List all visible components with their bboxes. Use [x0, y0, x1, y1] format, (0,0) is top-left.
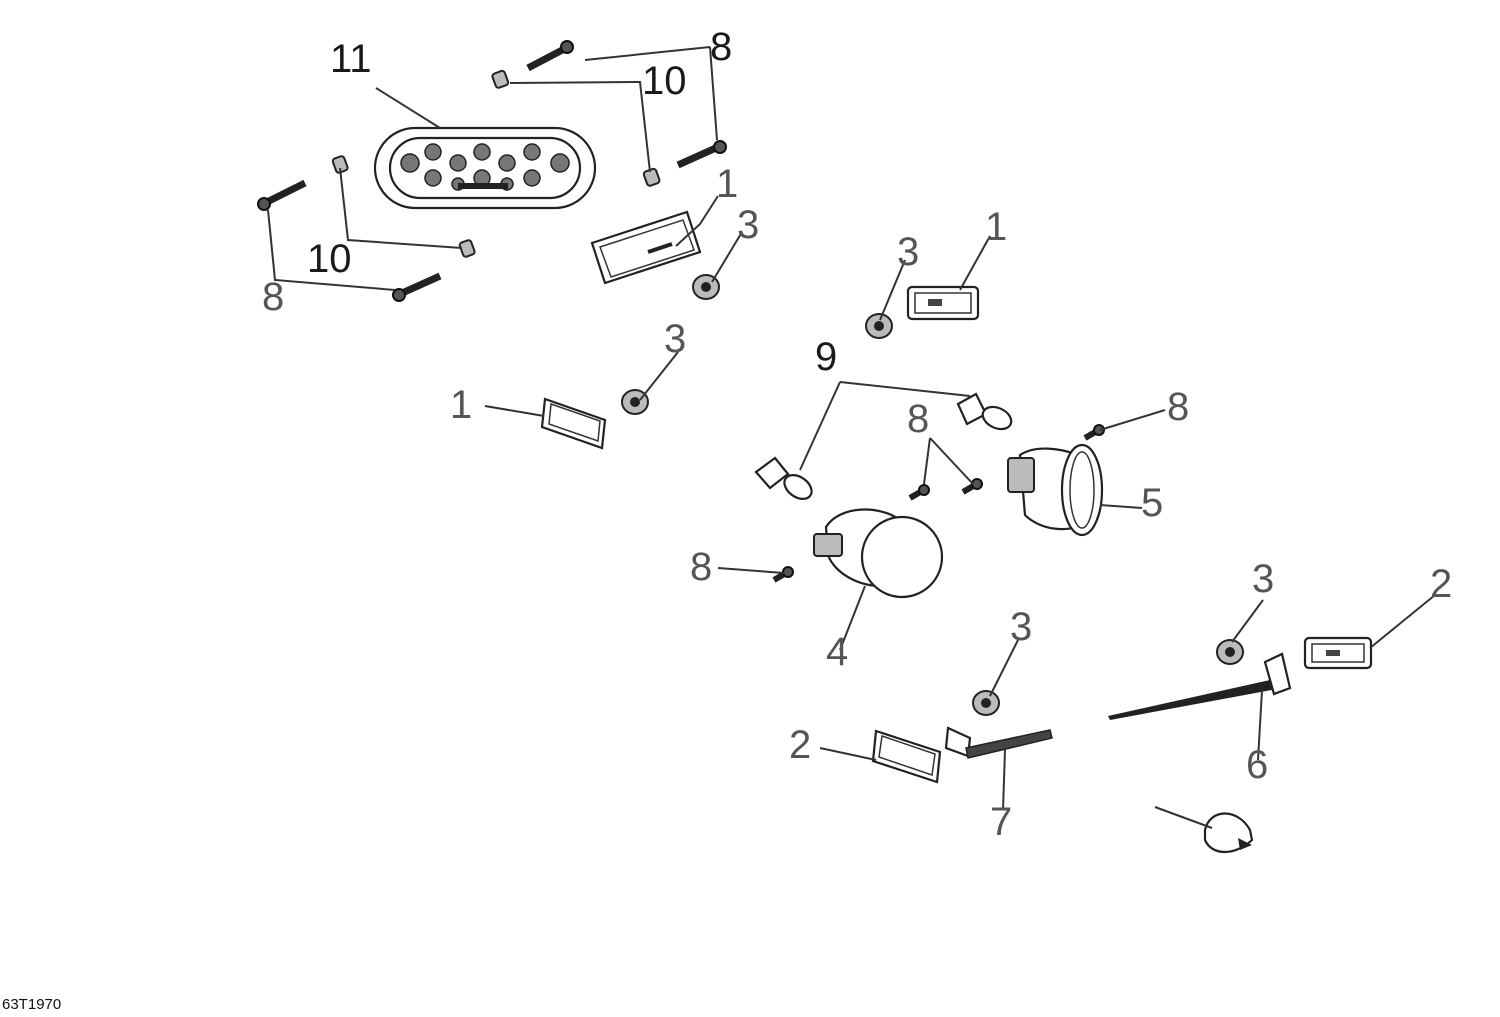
marker-right-part	[1303, 636, 1373, 670]
callout-2-right: 2	[1430, 562, 1452, 606]
bulb-left-part	[754, 456, 813, 500]
fog-light-part	[813, 508, 944, 599]
drawing-code: 63T1970	[2, 996, 61, 1013]
nut-left-part	[331, 155, 349, 174]
side-marker-left-part	[540, 397, 607, 450]
callout-3-lowright: 3	[1252, 557, 1274, 601]
callout-10-top: 10	[642, 59, 687, 103]
nut-top-part	[491, 69, 510, 89]
callout-5: 5	[1141, 481, 1163, 525]
nut-right-part	[642, 167, 661, 187]
callout-11: 11	[330, 37, 372, 81]
callout-7: 7	[990, 800, 1012, 844]
reflector-top-part	[590, 210, 702, 285]
screw-a-part	[908, 484, 930, 501]
callout-10-left: 10	[307, 237, 352, 281]
bracket-long-part	[1108, 652, 1292, 720]
screw-b-part	[961, 478, 983, 495]
grommet-mid-part	[621, 389, 649, 415]
callout-3-mid: 3	[664, 317, 686, 361]
grommet-low-part	[972, 690, 1000, 716]
grommet-right-part	[865, 313, 893, 339]
side-marker-right-part	[906, 285, 980, 321]
callout-3-top: 3	[737, 203, 759, 247]
callout-8-left: 8	[262, 275, 284, 319]
bolt-top-part	[526, 40, 574, 72]
callout-2-left: 2	[789, 723, 811, 767]
bracket-short-part	[944, 726, 1053, 759]
screw-c-part	[1083, 424, 1105, 441]
callout-9: 9	[815, 335, 837, 379]
callout-1-right: 1	[985, 205, 1007, 249]
bolt-left-part	[257, 179, 307, 211]
screw-d-part	[772, 566, 794, 583]
bolt-lower-part	[392, 272, 442, 302]
callout-3-right: 3	[897, 230, 919, 274]
bulb-right-part	[956, 392, 1013, 431]
grommet-lowright-part	[1216, 639, 1244, 665]
headlight-right-part	[1007, 443, 1104, 537]
callout-8-top: 8	[710, 25, 732, 69]
led-tail-light-part	[373, 126, 597, 210]
marker-left-part	[871, 729, 942, 784]
leader-lines	[267, 46, 1436, 829]
callout-8-right: 8	[1167, 385, 1189, 429]
bolt-right-part	[676, 140, 727, 169]
callout-1-mid: 1	[450, 383, 472, 427]
callout-4: 4	[826, 630, 848, 674]
callout-1-top: 1	[716, 162, 738, 206]
callout-6: 6	[1246, 743, 1268, 787]
bulb-cover-part	[1203, 812, 1254, 854]
callout-8-low: 8	[690, 545, 712, 589]
nut-lower-part	[458, 239, 476, 258]
callout-3-low: 3	[1010, 605, 1032, 649]
callout-8-mid: 8	[907, 397, 929, 441]
